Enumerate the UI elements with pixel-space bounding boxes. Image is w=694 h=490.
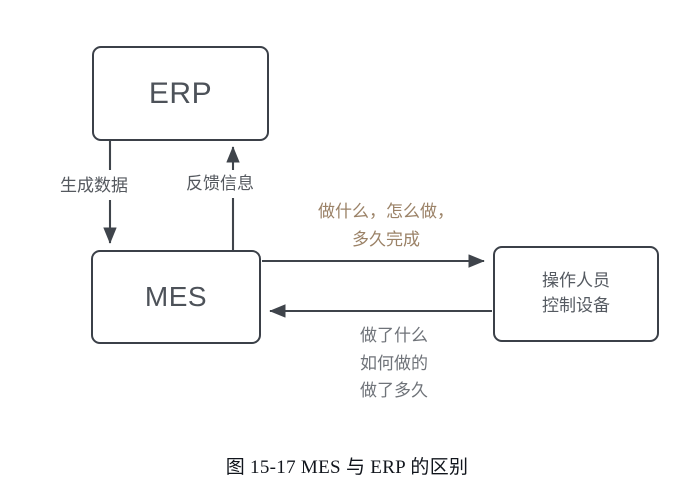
node-operator-label-line-2: 控制设备 bbox=[542, 296, 610, 315]
node-operator-equipment[interactable]: 操作人员 控制设备 bbox=[493, 246, 659, 342]
edge-label-instructions-line-2: 多久完成 bbox=[352, 229, 420, 249]
node-erp-label: ERP bbox=[148, 76, 213, 110]
node-erp[interactable]: ERP bbox=[92, 46, 269, 141]
node-mes-label: MES bbox=[144, 281, 208, 312]
edge-label-reports-line-1: 做了什么 bbox=[360, 326, 428, 345]
edge-label-instructions: 做什么，怎么做， 多久完成 bbox=[288, 198, 484, 254]
node-operator-label: 操作人员 控制设备 bbox=[542, 269, 610, 318]
node-mes[interactable]: MES bbox=[91, 250, 261, 344]
edge-label-generate-data: 生成数据 bbox=[57, 172, 131, 200]
edge-label-reports-line-3: 做了多久 bbox=[360, 381, 428, 401]
edge-label-feedback-info: 反馈信息 bbox=[183, 170, 257, 198]
edge-label-reports-line-2: 如何做的 bbox=[360, 353, 428, 373]
node-operator-label-line-1: 操作人员 bbox=[542, 271, 610, 291]
figure-caption: 图 15-17 MES 与 ERP 的区别 bbox=[225, 457, 469, 478]
edge-label-instructions-line-1: 做什么，怎么做， bbox=[318, 202, 454, 221]
edge-label-reports: 做了什么 如何做的 做了多久 bbox=[330, 322, 458, 405]
